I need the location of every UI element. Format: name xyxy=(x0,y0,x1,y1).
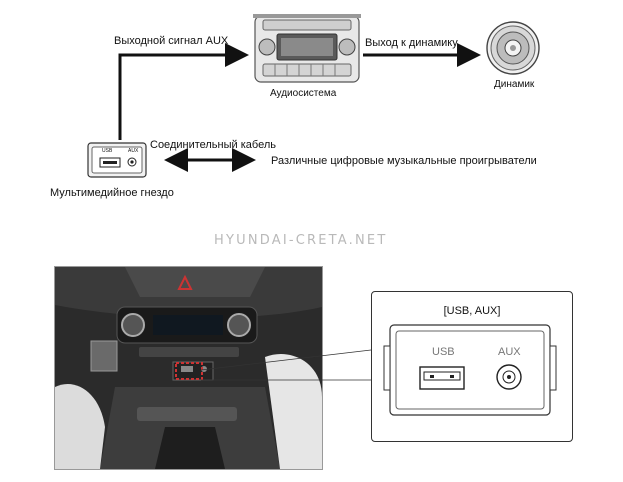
callout-usb-label: USB xyxy=(432,346,455,358)
usb-port-icon xyxy=(419,366,465,390)
cable-label: Соединительный кабель xyxy=(150,139,276,151)
players-label: Различные цифровые музыкальные проигрыва… xyxy=(271,155,537,167)
usb-aux-callout: [USB, AUX] USB AUX xyxy=(371,291,573,442)
watermark: HYUNDAI-CRETA.NET xyxy=(214,233,388,248)
aux-jack-icon xyxy=(496,364,522,390)
speaker-label: Динамик xyxy=(494,79,535,90)
aux-signal-line xyxy=(118,43,249,140)
car-console-photo xyxy=(54,266,323,470)
hazard-button xyxy=(177,274,193,290)
audio-system-label: Аудиосистема xyxy=(270,88,337,99)
aux-output-label: Выходной сигнал AUX xyxy=(114,35,229,47)
multimedia-jack-label: Мультимедийное гнездо xyxy=(50,187,174,199)
callout-aux-label: AUX xyxy=(498,346,521,358)
port-highlight xyxy=(175,362,203,380)
jack-usb-small-label: USB xyxy=(102,148,113,154)
speaker-output-label: Выход к динамику xyxy=(365,37,458,49)
jack-aux-small-label: AUX xyxy=(128,148,139,154)
callout-title: [USB, AUX] xyxy=(443,305,501,317)
